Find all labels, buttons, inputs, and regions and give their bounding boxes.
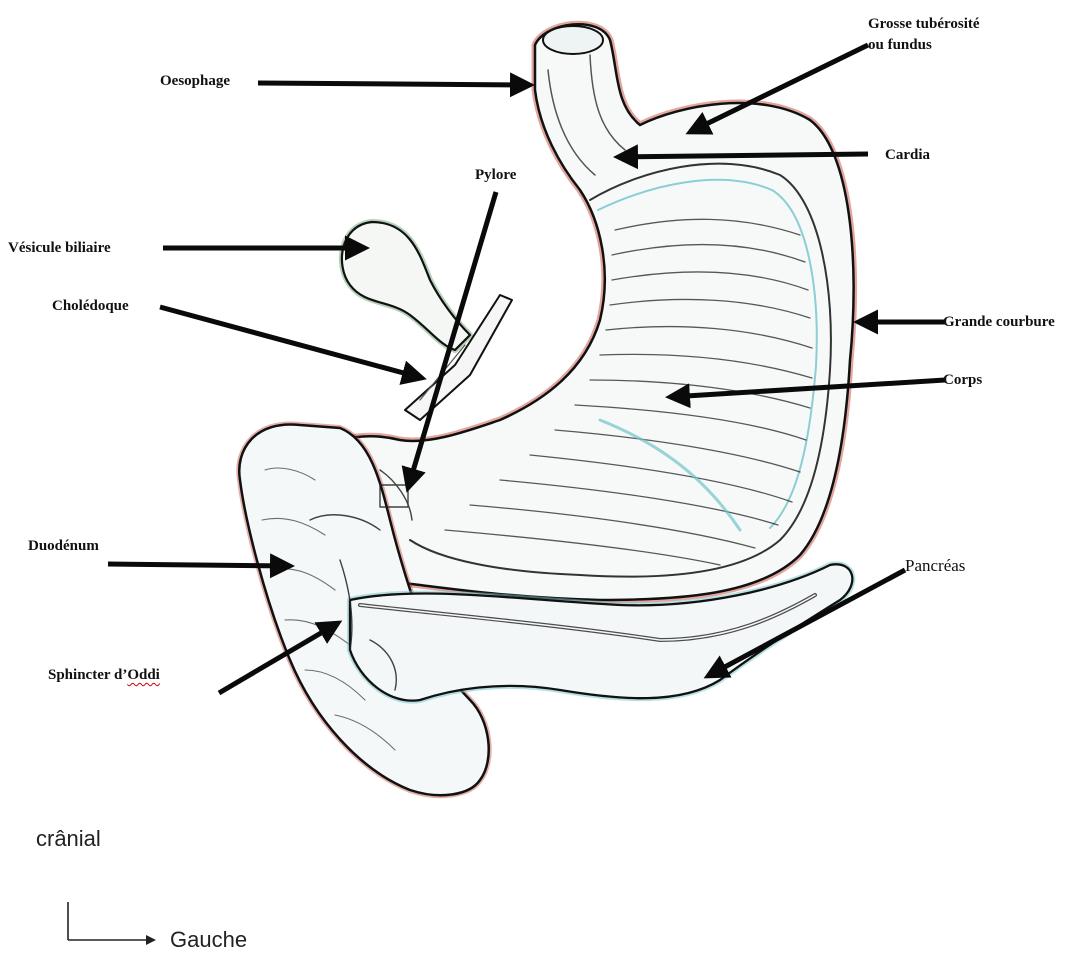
label-fundus-line2: ou fundus [868, 37, 932, 54]
label-pancreas: Pancréas [905, 556, 965, 576]
label-vesicule-biliaire: Vésicule biliaire [8, 240, 111, 257]
arrow-choledoque [160, 307, 422, 378]
label-choledoque: Cholédoque [52, 298, 129, 315]
label-pylore: Pylore [475, 167, 516, 184]
arrow-oesophage [258, 83, 530, 85]
arrow-duodenum [108, 564, 290, 566]
orientation-axes [68, 902, 156, 945]
stomach-illustration [239, 24, 853, 795]
label-grande-courbure: Grande courbure [943, 314, 1055, 331]
label-duodenum: Duodénum [28, 538, 99, 555]
gallbladder-shape [342, 222, 470, 350]
label-cardia: Cardia [885, 147, 930, 164]
label-sphincter-prefix: Sphincter d’ [48, 667, 127, 683]
label-sphincter-oddi-word: Oddi [127, 667, 160, 683]
label-oesophage: Oesophage [160, 73, 230, 90]
label-sphincter-oddi: Sphincter d’Oddi [48, 667, 160, 684]
label-corps: Corps [943, 372, 982, 389]
arrow-cardia [618, 154, 868, 157]
orientation-gauche-label: Gauche [170, 927, 247, 953]
label-fundus-line1: Grosse tubérosité [868, 16, 980, 33]
orientation-cranial-label: crânial [36, 826, 101, 852]
